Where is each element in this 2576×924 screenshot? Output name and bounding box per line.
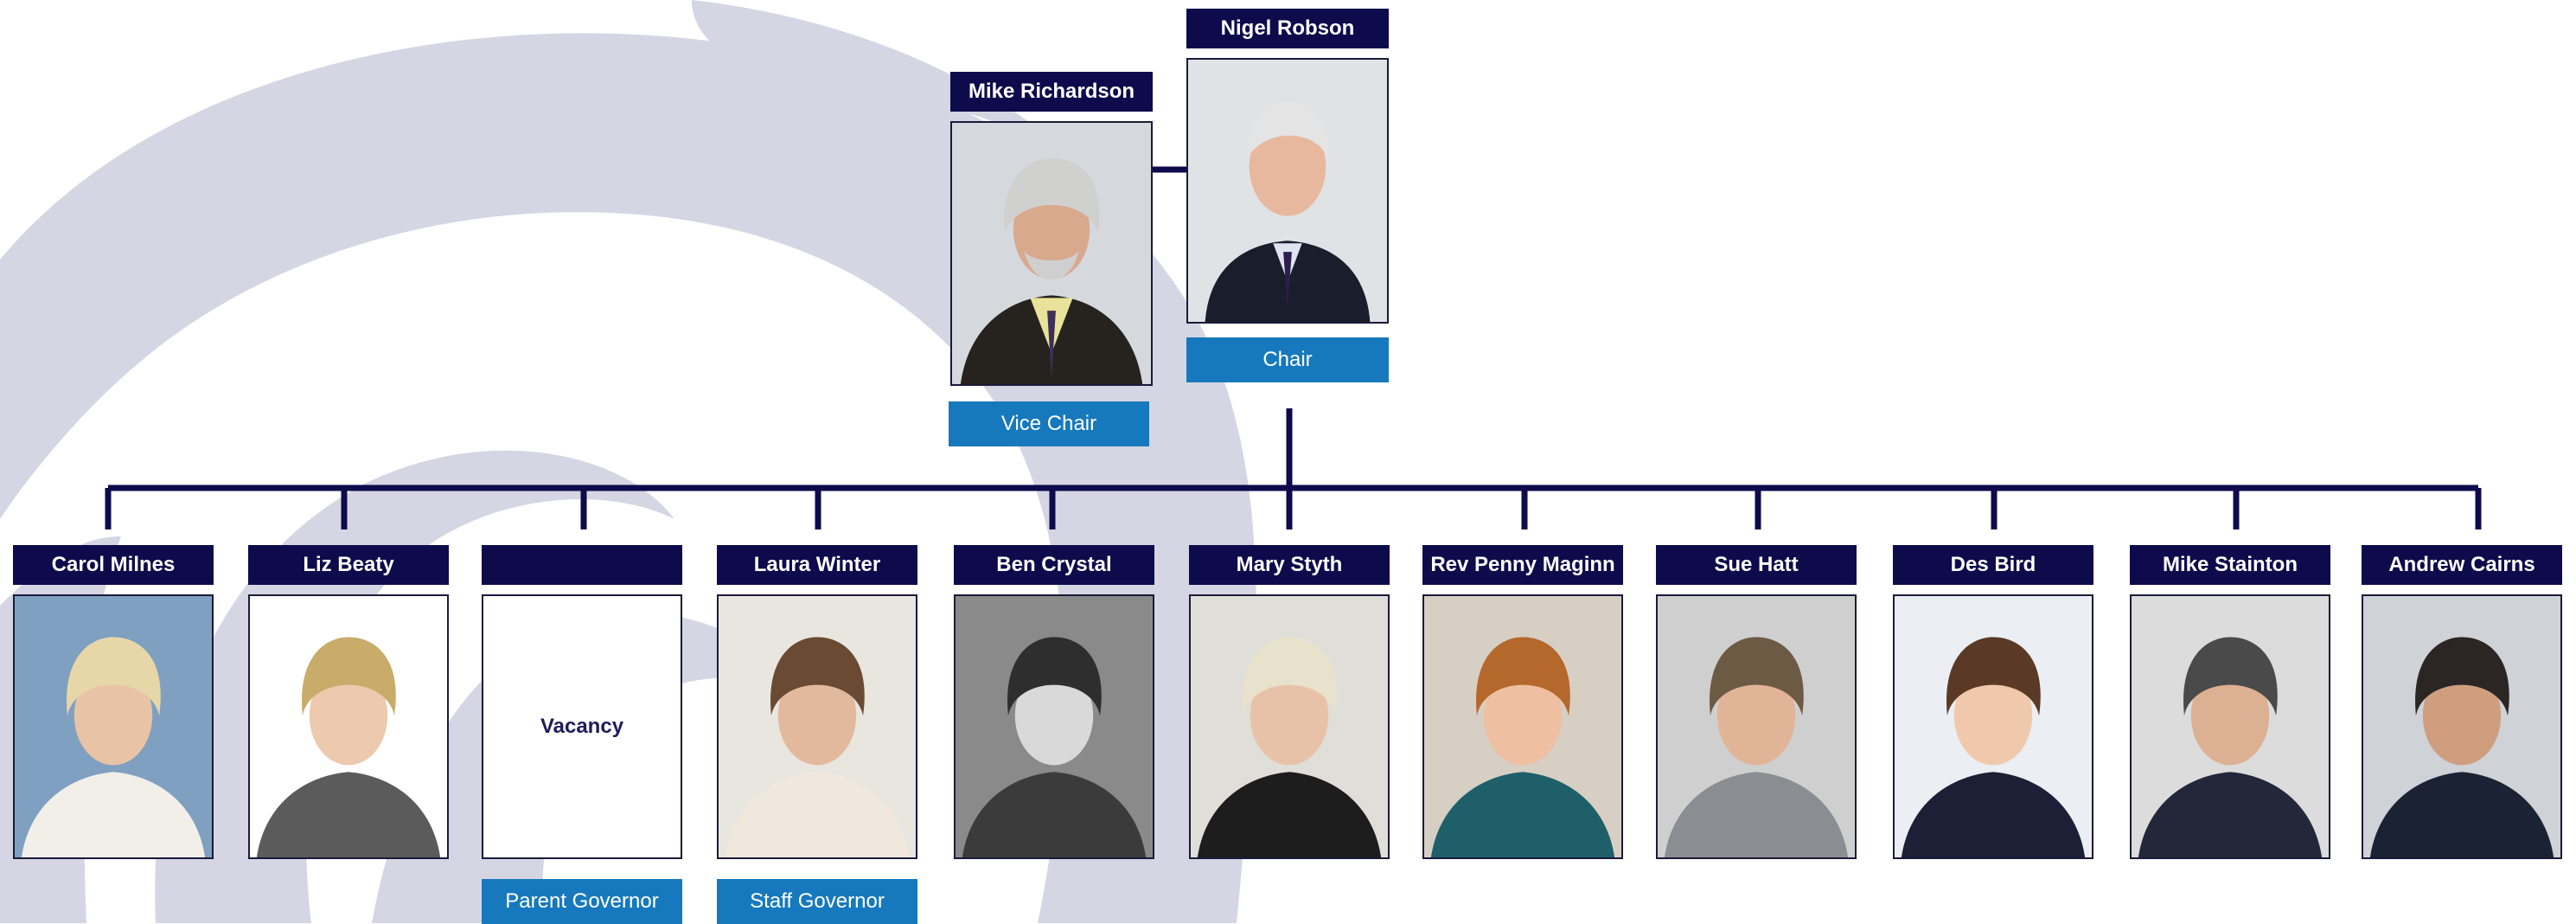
portrait-photo-icon — [719, 596, 916, 857]
vacancy-label: Vacancy — [540, 715, 624, 738]
portrait-photo-icon — [952, 123, 1151, 384]
portrait-photo-icon — [1424, 596, 1621, 857]
portrait-photo-icon — [1658, 596, 1855, 857]
name-plate-laura-winter: Laura Winter — [717, 545, 917, 585]
portrait-laura-winter — [717, 594, 917, 859]
portrait-liz-beaty — [248, 594, 449, 859]
portrait-sue-hatt — [1656, 594, 1857, 859]
name-plate-liz-beaty: Liz Beaty — [248, 545, 449, 585]
portrait-rev-penny-maginn — [1422, 594, 1623, 859]
role-plate-parent-governor: Parent Governor — [482, 879, 682, 924]
portrait-des-bird — [1893, 594, 2093, 859]
name-plate-ben-crystal: Ben Crystal — [954, 545, 1154, 585]
portrait-photo-icon — [1188, 60, 1387, 322]
portrait-photo-icon — [1191, 596, 1388, 857]
name-plate-rev-penny-maginn: Rev Penny Maginn — [1422, 545, 1623, 585]
name-plate-andrew-cairns: Andrew Cairns — [2362, 545, 2562, 585]
portrait-andrew-cairns — [2362, 594, 2562, 859]
name-plate-carol-milnes: Carol Milnes — [13, 545, 214, 585]
vacancy-placeholder: Vacancy — [482, 594, 682, 859]
portrait-photo-icon — [250, 596, 447, 857]
portrait-ben-crystal — [954, 594, 1154, 859]
portrait-carol-milnes — [13, 594, 214, 859]
name-plate-des-bird: Des Bird — [1893, 545, 2093, 585]
portrait-photo-icon — [956, 596, 1153, 857]
name-plate-sue-hatt: Sue Hatt — [1656, 545, 1857, 585]
name-plate-nigel-robson: Nigel Robson — [1186, 9, 1389, 48]
name-plate-mike-stainton: Mike Stainton — [2130, 545, 2330, 585]
portrait-photo-icon — [15, 596, 212, 857]
portrait-photo-icon — [2132, 596, 2329, 857]
name-plate-mike-richardson: Mike Richardson — [950, 72, 1153, 112]
role-plate-chair: Chair — [1186, 337, 1389, 382]
portrait-mary-styth — [1189, 594, 1390, 859]
portrait-mike-richardson — [950, 121, 1153, 386]
portrait-mike-stainton — [2130, 594, 2330, 859]
portrait-nigel-robson — [1186, 58, 1389, 324]
role-plate-vice-chair: Vice Chair — [949, 401, 1149, 446]
portrait-photo-icon — [2363, 596, 2560, 857]
portrait-photo-icon — [1895, 596, 2092, 857]
name-plate-mary-styth: Mary Styth — [1189, 545, 1390, 585]
name-plate-vacancy — [482, 545, 682, 585]
role-plate-staff-governor: Staff Governor — [717, 879, 917, 924]
